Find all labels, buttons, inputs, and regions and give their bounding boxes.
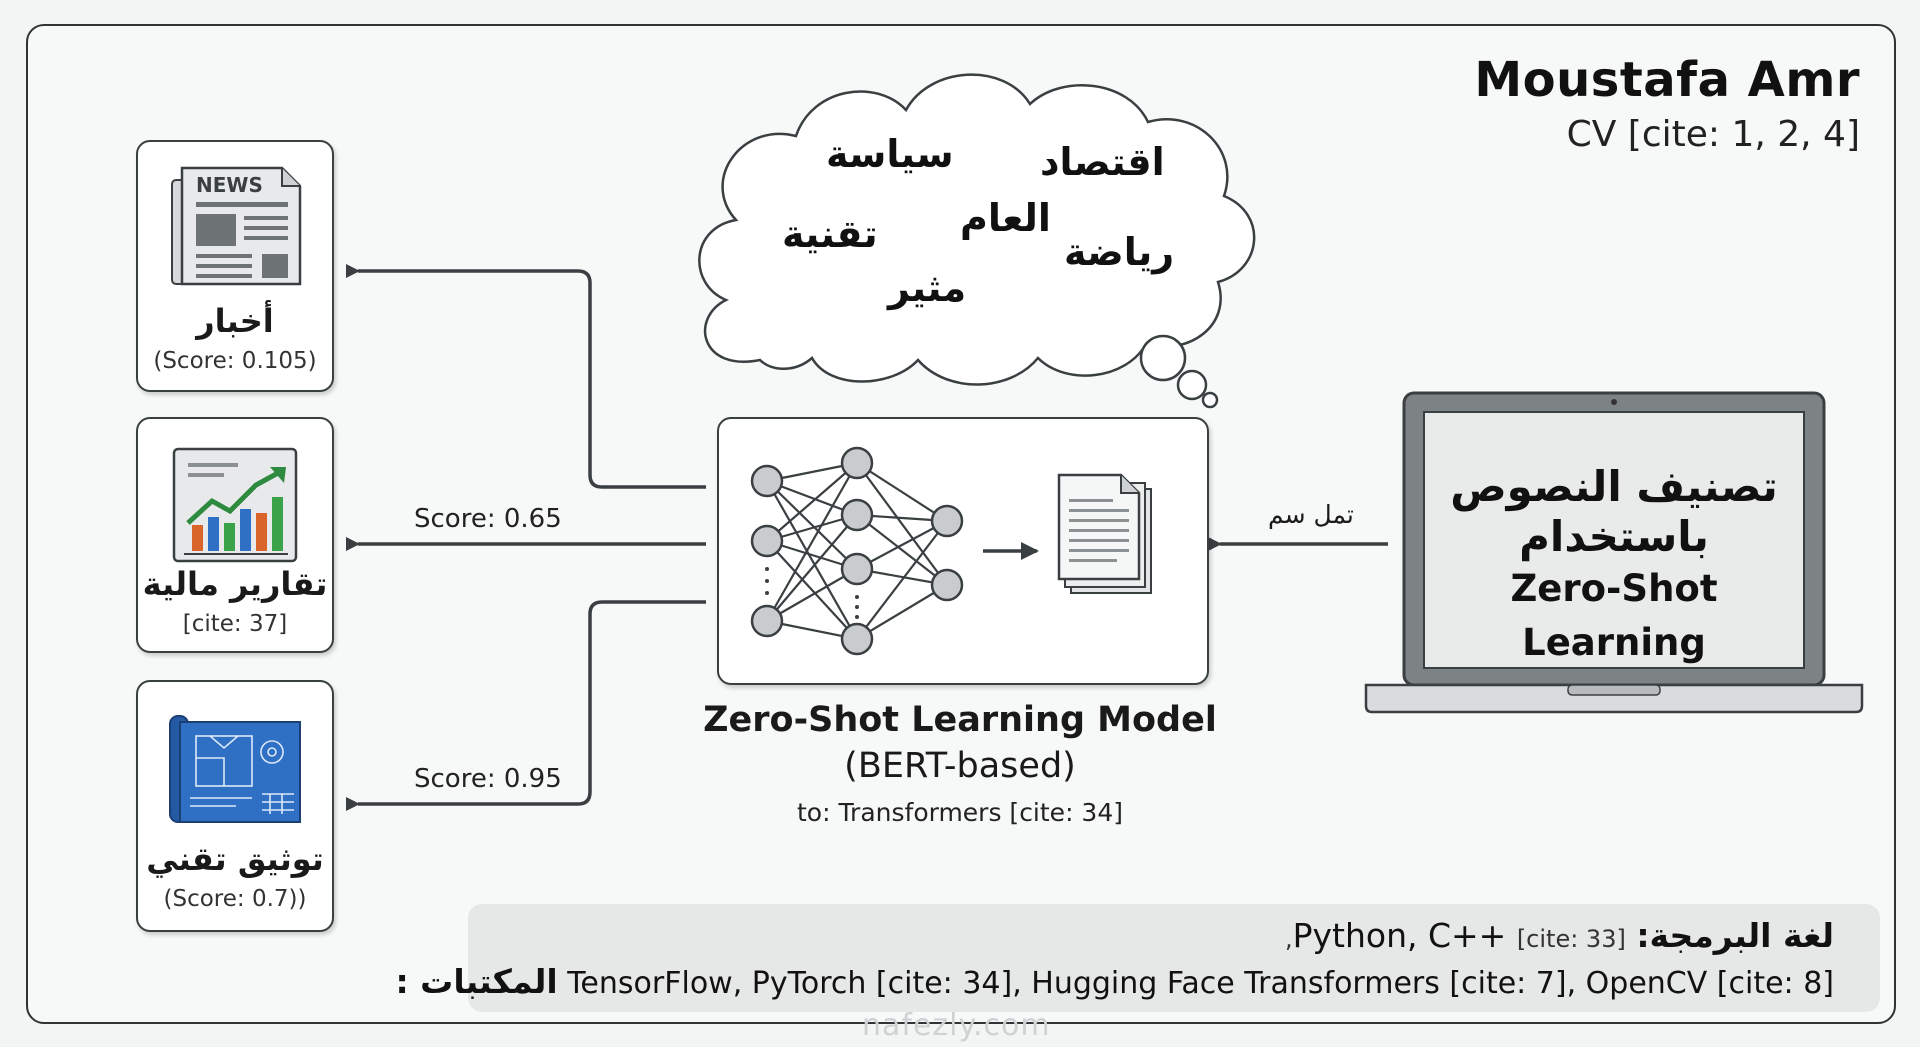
cloud-word-tech: تقنية bbox=[782, 212, 878, 256]
news-badge: NEWS bbox=[196, 173, 263, 197]
watermark: nafezly.com bbox=[862, 1008, 1051, 1043]
arrow-score-finance: Score: 0.65 bbox=[414, 504, 562, 534]
output-card-finance: تقارير مالية [cite: 37] bbox=[136, 417, 334, 653]
input-arrow-label: تمل سم bbox=[1268, 500, 1354, 529]
programming-languages-key: لغة البرمجة: bbox=[1636, 916, 1834, 955]
cloud-word-general: العام bbox=[960, 196, 1051, 240]
output-score-news: (Score: 0.105) bbox=[153, 348, 317, 374]
libraries-key: المكتبات : bbox=[395, 962, 558, 1001]
thought-cloud bbox=[698, 73, 1256, 409]
output-title-news: أخبار bbox=[196, 302, 274, 340]
output-cite-finance: [cite: 37] bbox=[182, 611, 288, 637]
laptop-screen-text: تصنيف النصوص باستخدام Zero-Shot Learning bbox=[1414, 462, 1814, 670]
programming-languages-cite: [cite: 33], bbox=[1284, 925, 1626, 953]
model-note: to: Transformers [cite: 34] bbox=[796, 798, 1123, 827]
cloud-word-exciting: مثير bbox=[888, 266, 967, 310]
output-card-news: NEWS أخبار (Score: 0.105) bbox=[136, 140, 334, 392]
programming-languages-value: Python, C++ bbox=[1292, 916, 1637, 955]
growth-chart-icon bbox=[172, 447, 298, 563]
author-subtitle: CV [cite: 1, 2, 4] bbox=[1566, 114, 1860, 155]
neural-network-icon bbox=[750, 446, 1152, 656]
skills-panel: لغة البرمجة: Python, C++ [cite: 33], الم… bbox=[395, 904, 1880, 1012]
laptop bbox=[1364, 391, 1864, 714]
newspaper-icon: NEWS bbox=[171, 166, 302, 286]
libraries-value: TensorFlow, PyTorch [cite: 34], Hugging … bbox=[557, 966, 1834, 1001]
author-name: Moustafa Amr bbox=[1474, 52, 1860, 108]
programming-languages-line: لغة البرمجة: Python, C++ [cite: 33], bbox=[1285, 916, 1834, 955]
arrow-to-news bbox=[346, 264, 706, 489]
arrow-to-docs bbox=[346, 600, 706, 811]
document-stack-icon bbox=[1057, 473, 1152, 594]
laptop-line-3: Zero-Shot Learning bbox=[1510, 567, 1718, 664]
arrow-score-docs: Score: 0.95 bbox=[414, 764, 562, 794]
model-box bbox=[717, 417, 1209, 685]
laptop-line-2: باستخدام bbox=[1519, 512, 1709, 561]
output-card-docs: توثيق تقني (Score: 0.7)) bbox=[136, 680, 334, 932]
model-subtitle: (BERT-based) bbox=[844, 746, 1076, 786]
libraries-line: المكتبات : TensorFlow, PyTorch [cite: 34… bbox=[395, 962, 1834, 1001]
cloud-word-economy: اقتصاد bbox=[1040, 140, 1165, 184]
output-title-finance: تقارير مالية bbox=[142, 565, 328, 603]
author-block: Moustafa Amr CV [cite: 1, 2, 4] bbox=[1474, 52, 1860, 155]
output-arrows bbox=[346, 264, 1388, 811]
output-title-docs: توثيق تقني bbox=[146, 840, 324, 878]
cloud-word-sports: رياضة bbox=[1064, 230, 1175, 274]
blueprint-icon bbox=[169, 715, 301, 823]
laptop-line-1: تصنيف النصوص bbox=[1450, 462, 1778, 511]
model-title: Zero-Shot Learning Model bbox=[703, 700, 1217, 740]
cloud-word-politics: سياسة bbox=[826, 132, 954, 176]
output-score-docs: (Score: 0.7)) bbox=[163, 886, 307, 912]
